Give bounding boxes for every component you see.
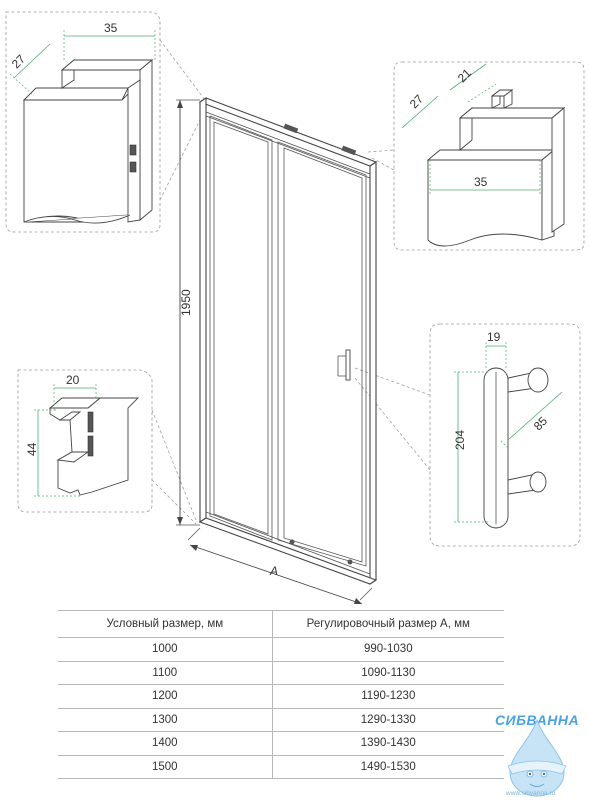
table-header-adjust: Регулировочный размер А, мм xyxy=(272,610,504,638)
dim-door-width-label: A xyxy=(269,564,278,578)
table-cell: 1290-1330 xyxy=(272,708,504,732)
table-header-nominal: Условный размер, мм xyxy=(58,610,273,638)
dim-door-width: A xyxy=(187,527,373,605)
brand-logo: СИБВАННА www.sibvanna.ru xyxy=(486,712,588,800)
detail-top-left-profile: 35 27 xyxy=(5,11,206,233)
dim-door-height: 1950 xyxy=(176,99,200,526)
table-cell: 990-1030 xyxy=(272,637,504,662)
table-cell: 1200 xyxy=(58,684,273,709)
dim-top-left-width: 35 xyxy=(104,21,118,35)
table-cell: 1100 xyxy=(58,661,273,685)
table-cell: 1090-1130 xyxy=(272,661,504,685)
size-table: Условный размер, мм Регулировочный разме… xyxy=(58,610,504,779)
table-cell: 1500 xyxy=(58,755,273,779)
table-cell: 1400 xyxy=(58,731,273,756)
dim-handle-diameter: 19 xyxy=(487,330,501,344)
shower-door xyxy=(198,96,378,586)
water-drop-icon xyxy=(507,718,567,797)
detail-bottom-profile: 20 44 xyxy=(17,369,197,525)
table-header-row: Условный размер, мм Регулировочный разме… xyxy=(58,610,504,638)
dim-bottom-width: 20 xyxy=(66,373,80,387)
dim-handle-height: 204 xyxy=(453,430,467,450)
table-cell: 1390-1430 xyxy=(272,731,504,756)
table-cell: 1000 xyxy=(58,637,273,662)
table-cell: 1190-1230 xyxy=(272,684,504,709)
brand-url: www.sibvanna.ru xyxy=(506,790,556,797)
dim-bottom-height: 44 xyxy=(25,442,39,456)
table-cell: 1300 xyxy=(58,708,273,732)
dim-top-right-width: 35 xyxy=(474,175,488,189)
table-cell: 1490-1530 xyxy=(272,755,504,779)
detail-handle: 19 204 85 xyxy=(354,323,581,547)
detail-top-right-profile: 35 27 21 xyxy=(367,61,585,251)
dim-door-height-label: 1950 xyxy=(179,289,193,316)
